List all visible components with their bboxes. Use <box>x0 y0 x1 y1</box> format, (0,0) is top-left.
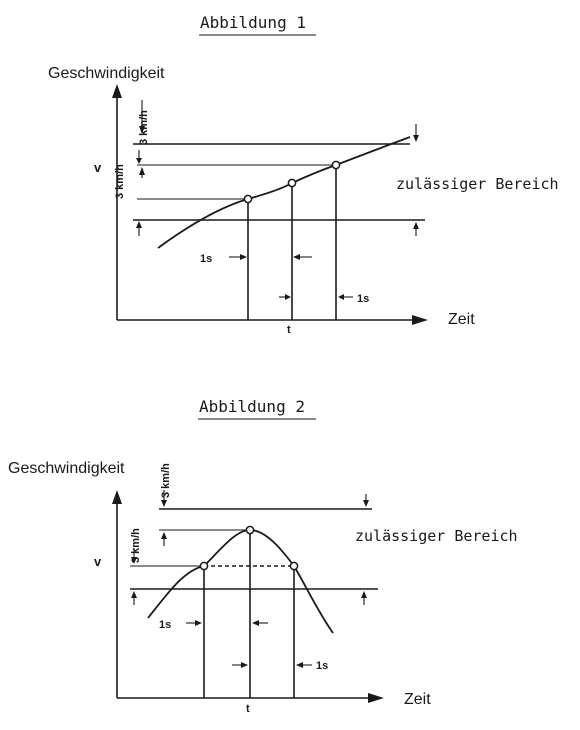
figure-2-interval-label-left: 1s <box>159 619 171 631</box>
figure-1-tolerance-top-arrow-down <box>139 126 145 134</box>
figure-1-y-axis-label: Geschwindigkeit <box>48 65 165 82</box>
figure-2-x-axis-label: Zeit <box>404 691 431 708</box>
figure-1-tolerance-label-side: 3 km/h <box>114 164 126 199</box>
figure-1-right-limit-arrow-down <box>413 135 419 142</box>
figure-2-y-axis-arrowhead <box>112 490 122 504</box>
figure-1-x-axis-arrowhead <box>412 315 428 325</box>
figure-1-point-3 <box>331 160 341 170</box>
figure-2-side-arrow-up <box>131 591 137 598</box>
figure-1-interval-label-right: 1s <box>357 293 369 305</box>
figure-2-interval-label-right: 1s <box>316 660 328 672</box>
figure-1-point-2 <box>287 178 297 188</box>
figure-1-side-arrow-down <box>136 158 142 164</box>
figure-1-tolerance-top-arrow-up <box>139 167 145 175</box>
figure-2-y-axis-label: Geschwindigkeit <box>8 460 125 477</box>
figure-1-speed-curve <box>157 136 411 249</box>
figure-1-right-limit-arrow-up <box>413 222 419 229</box>
figure-2-point-left <box>199 561 209 571</box>
figure-2-v-label: v <box>94 554 102 569</box>
figure-2-point-right <box>289 561 299 571</box>
figure-1-title: Abbildung 1 <box>200 13 306 32</box>
figure-1-region-label: zulässiger Bereich <box>396 175 559 193</box>
figure-1-interval-left-arrow-2 <box>293 254 300 260</box>
figure-1-interval-right-arrow-2 <box>338 294 344 300</box>
figure-1-v-label: v <box>94 160 102 175</box>
figure-2-side-arrow-down <box>131 557 137 564</box>
figure-2-interval-left-arrow <box>195 620 202 626</box>
figure-2-tolerance-top-arrow-down <box>161 500 167 507</box>
figure-2-title: Abbildung 2 <box>199 397 305 416</box>
figure-2-x-axis-arrowhead <box>368 693 384 703</box>
figure-2-point-peak <box>245 525 255 535</box>
figure-1-point-1 <box>243 194 253 204</box>
figure-2: Abbildung 2 Geschwindigkeit Zeit v t 3 k… <box>8 397 518 715</box>
figure-2-interval-right-arrow-2 <box>296 662 303 668</box>
figure-2-tolerance-label-side: 3 km/h <box>130 528 142 563</box>
figure-2-right-limit-arrow-up <box>361 591 367 598</box>
figure-2-region-label: zulässiger Bereich <box>355 527 518 545</box>
figure-1-interval-left-arrow <box>240 254 247 260</box>
figure-1: Abbildung 1 Geschwindigkeit Zeit v t 3 k… <box>48 13 559 336</box>
figure-2-interval-right-arrow <box>241 662 248 668</box>
figure-2-tolerance-label-top: 3 km/h <box>160 463 172 498</box>
figure-1-side-arrow-up <box>136 221 142 228</box>
figure-2-speed-curve <box>147 529 334 634</box>
figure-2-tolerance-top-arrow-up <box>161 532 167 539</box>
figure-2-right-limit-arrow-down <box>363 500 369 507</box>
figure-1-x-axis-label: Zeit <box>448 311 475 328</box>
figure-2-interval-left-arrow-2 <box>252 620 259 626</box>
figure-1-t-label: t <box>287 324 291 336</box>
figure-1-interval-label-left: 1s <box>200 253 212 265</box>
figure-1-interval-right-arrow <box>285 294 291 300</box>
figure-1-y-axis-arrowhead <box>112 84 122 98</box>
figure-2-t-label: t <box>246 703 250 715</box>
